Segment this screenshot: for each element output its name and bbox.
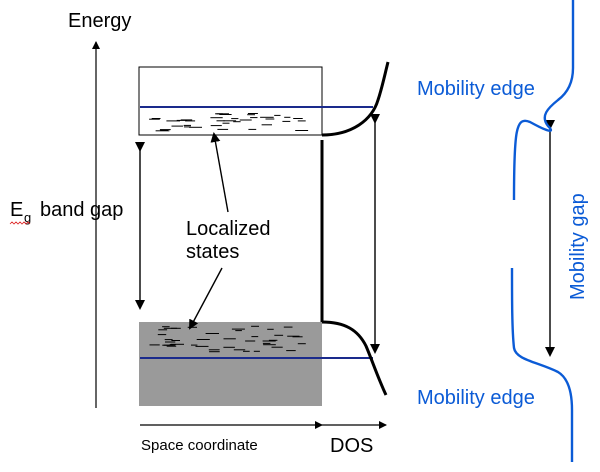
mobility-brace-top <box>512 0 575 201</box>
localized-label-line1: Localized <box>186 218 271 240</box>
bandgap-subscript: g <box>24 210 31 225</box>
conduction-band-box <box>138 66 323 136</box>
bandgap-text: band gap <box>40 199 123 221</box>
dos-label: DOS <box>330 435 373 457</box>
bandgap-symbol: E <box>10 199 23 221</box>
mobility-gap-label: Mobility gap <box>567 193 589 300</box>
localized-pointer-top <box>210 132 229 213</box>
bandgap-label: E g band gap <box>9 199 123 225</box>
localized-dashes-top <box>149 113 309 132</box>
spellcheck-squiggle <box>9 221 31 225</box>
valence-band-box <box>139 322 322 406</box>
dos-curve-top <box>321 61 390 137</box>
localized-dashes-bottom <box>149 325 306 353</box>
mobility-edge-bottom-label: Mobility edge <box>417 387 535 409</box>
space-coordinate-label: Space coordinate <box>141 437 258 454</box>
dos-curve-bottom <box>321 320 388 396</box>
mobility-edge-top-label: Mobility edge <box>417 78 535 100</box>
mobility-brace-bottom <box>510 267 574 462</box>
localized-pointer-bottom <box>189 267 223 330</box>
localized-label-line2: states <box>186 241 239 263</box>
energy-label: Energy <box>68 10 131 32</box>
